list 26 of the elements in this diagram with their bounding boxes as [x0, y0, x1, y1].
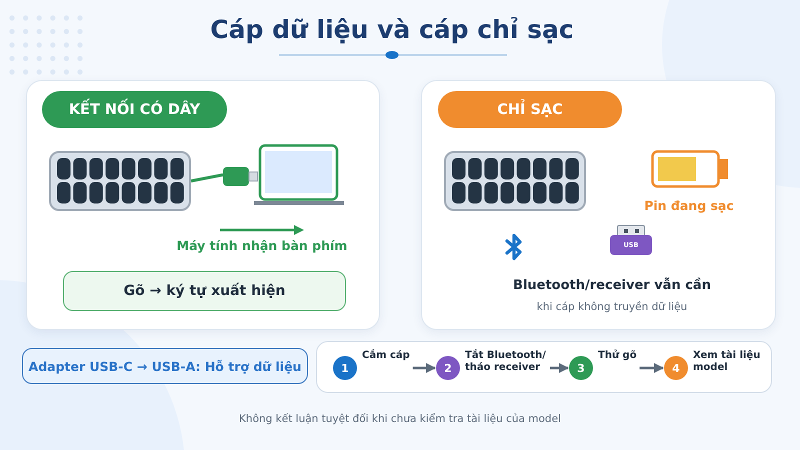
step-label: Cắm cáp — [362, 350, 410, 362]
heading-pill: CHỈ SẠC — [438, 91, 622, 128]
step-number: 4 — [664, 356, 688, 380]
steps-panel — [316, 341, 772, 393]
adapter-note: Adapter USB-C → USB-A: Hỗ trợ dữ liệu — [22, 348, 308, 384]
caption-text: Máy tính nhận bàn phím — [176, 238, 348, 254]
step-label: Tắt Bluetooth/ tháo receiver — [465, 350, 547, 374]
result-note: Gõ → ký tự xuất hiện — [63, 271, 346, 311]
step-label: Xem tài liệu model — [693, 350, 762, 374]
title: Cáp dữ liệu và cáp chỉ sạc — [210, 14, 574, 46]
status-text: Pin đang sạc — [644, 198, 734, 214]
heading-pill: KẾT NỐI CÓ DÂY — [42, 91, 227, 128]
laptop-picture — [254, 144, 344, 206]
arrow — [412, 363, 436, 373]
arrow — [550, 363, 569, 373]
caption: Không kết luận tuyệt đối khi chưa kiểm tra tài liệu của model — [239, 412, 561, 426]
keyboard-picture — [49, 151, 191, 211]
content-card — [421, 80, 776, 330]
note-text: khi cáp không truyền dữ liệu — [536, 300, 688, 315]
step-number: 1 — [333, 356, 357, 380]
arrow — [640, 363, 664, 373]
step-label: Thử gõ — [598, 350, 637, 362]
content-card — [26, 80, 380, 330]
step-number: 2 — [436, 356, 460, 380]
step-number: 3 — [569, 356, 593, 380]
note-heading: Bluetooth/receiver vẫn cần — [513, 278, 711, 294]
